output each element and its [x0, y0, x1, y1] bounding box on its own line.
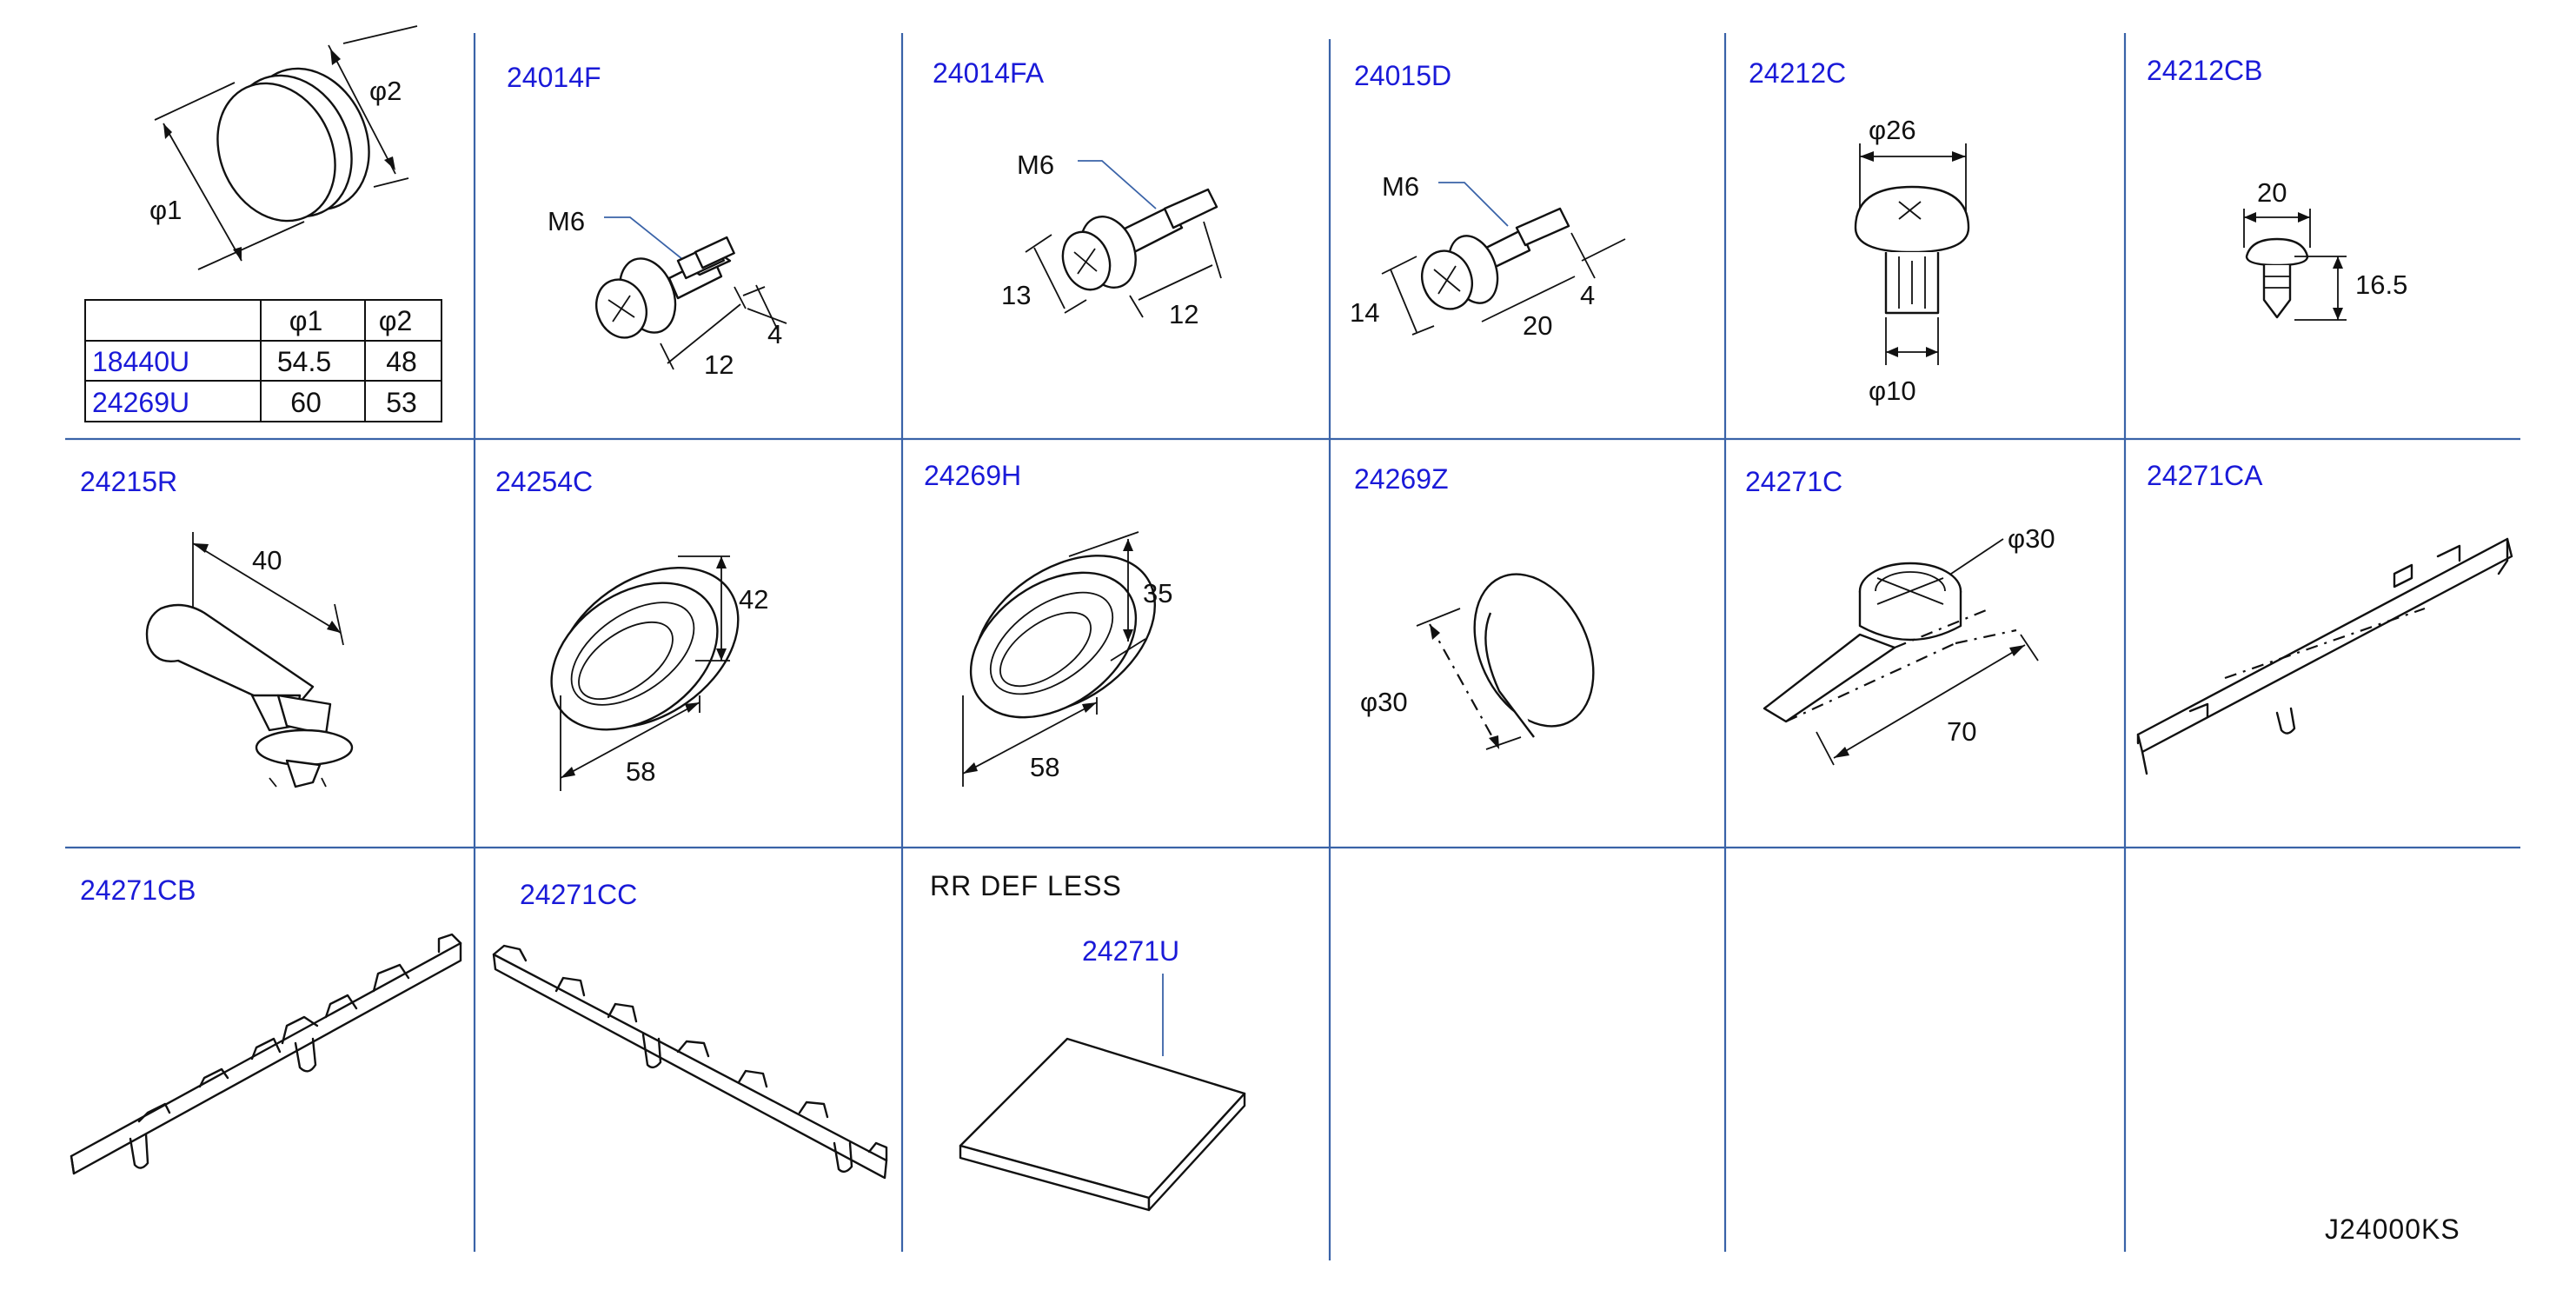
- part-code-24015D[interactable]: 24015D: [1354, 60, 1451, 91]
- pad-drawing: [959, 1037, 1246, 1212]
- dim-diameter: φ30: [1360, 687, 1408, 717]
- part-code-24212C[interactable]: 24212C: [1749, 57, 1846, 89]
- cell-24254C: 24254C 42 58: [495, 466, 768, 791]
- cell-24271U: RR DEF LESS 24271U: [930, 870, 1246, 1212]
- table-header-phi2: φ2: [379, 305, 413, 336]
- cell-24014F: 24014F M6 12 4: [507, 62, 787, 380]
- dim-length: 58: [626, 756, 655, 787]
- dim-height: 16.5: [2355, 269, 2407, 300]
- cell-24271CA: 24271CA: [2136, 460, 2513, 775]
- cell-24271C: 24271C φ30 70: [1745, 466, 2055, 766]
- dim-head: 13: [1001, 280, 1031, 310]
- cell-24014FA: 24014FA M6 13 12: [933, 57, 1222, 329]
- table-header-phi1: φ1: [289, 305, 323, 336]
- dim-head-width: 20: [2257, 177, 2287, 208]
- part-code-24271CA[interactable]: 24271CA: [2147, 460, 2263, 491]
- part-code-24269H[interactable]: 24269H: [924, 460, 1021, 491]
- harness-bracket-drawing: [2136, 537, 2513, 775]
- cell-24269Z: 24269Z φ30: [1354, 463, 1595, 750]
- grommet-table: φ1 φ2 18440U 54.5 48 24269U 60 53: [84, 299, 442, 422]
- dim-diameter: 4: [1580, 280, 1595, 310]
- table-row-phi2: 48: [386, 346, 417, 377]
- dim-diameter: 4: [767, 319, 782, 349]
- dim-length: 12: [704, 349, 734, 380]
- part-code-24269Z[interactable]: 24269Z: [1354, 463, 1449, 495]
- dim-head: 14: [1350, 297, 1379, 328]
- cell-24269H: 24269H 35 58: [924, 460, 1172, 787]
- part-code-24254C[interactable]: 24254C: [495, 466, 593, 497]
- grid-lines: [65, 33, 2520, 1260]
- table-row-phi1: 54.5: [277, 346, 331, 377]
- cell-24212C: 24212C φ26 φ10: [1749, 57, 1970, 406]
- part-code-24271C[interactable]: 24271C: [1745, 466, 1842, 497]
- table-row-phi1: 60: [290, 387, 322, 418]
- dim-height: 35: [1143, 578, 1172, 608]
- part-code-24014FA[interactable]: 24014FA: [933, 57, 1045, 89]
- drawing-id: J24000KS: [2325, 1214, 2460, 1245]
- thread-label: M6: [1017, 150, 1054, 180]
- thread-label: M6: [1382, 171, 1419, 202]
- thread-label: M6: [548, 206, 585, 236]
- harness-bracket-drawing: [492, 944, 888, 1180]
- dim-length: 58: [1030, 752, 1059, 782]
- clamp-strap-drawing: [1763, 562, 2017, 723]
- dim-length: 70: [1947, 716, 1976, 747]
- cell-grommet: φ1 φ2 φ1 φ2 18440U 54.5 48 24269U 60 53: [84, 25, 442, 422]
- clip-drawing: [1854, 185, 1970, 315]
- cell-24271CC: 24271CC: [492, 879, 888, 1180]
- grommet-drawing: [154, 25, 418, 270]
- screw-clip-drawing: [2245, 237, 2309, 319]
- bolt-drawing: [1381, 207, 1626, 336]
- part-code-24271CC[interactable]: 24271CC: [520, 879, 637, 910]
- option-note: RR DEF LESS: [930, 870, 1122, 901]
- dim-length: 40: [252, 545, 282, 575]
- table-row-code[interactable]: 18440U: [92, 346, 189, 377]
- dim-stem-diameter: φ10: [1869, 376, 1916, 406]
- table-row-phi2: 53: [386, 387, 417, 418]
- cap-drawing: [1473, 573, 1595, 738]
- part-code-24014F[interactable]: 24014F: [507, 62, 601, 93]
- cell-24015D: 24015D M6 14 20 4: [1350, 60, 1626, 341]
- oval-grommet-drawing: [969, 555, 1156, 719]
- clamp-drawing: [145, 603, 354, 788]
- part-code-24271U[interactable]: 24271U: [1082, 935, 1179, 967]
- bolt-drawing: [595, 236, 787, 370]
- cell-24271CB: 24271CB: [70, 874, 462, 1175]
- dim-height: 42: [739, 584, 768, 615]
- phi2-label: φ2: [369, 76, 402, 106]
- part-code-24271CB[interactable]: 24271CB: [80, 874, 196, 906]
- dim-length: 12: [1169, 299, 1198, 329]
- oval-grommet-drawing: [550, 566, 740, 731]
- dim-head-diameter: φ26: [1869, 115, 1916, 145]
- table-row-code[interactable]: 24269U: [92, 387, 189, 418]
- harness-bracket-drawing: [70, 933, 462, 1175]
- cell-24215R: 24215R 40: [80, 466, 354, 788]
- bolt-drawing: [1025, 188, 1222, 318]
- cell-24212CB: 24212CB 20 16.5: [2147, 55, 2407, 321]
- dim-length: 20: [1523, 310, 1552, 341]
- part-code-24212CB[interactable]: 24212CB: [2147, 55, 2262, 86]
- phi1-label: φ1: [149, 195, 182, 225]
- dim-ring-diameter: φ30: [2008, 523, 2055, 554]
- part-code-24215R[interactable]: 24215R: [80, 466, 177, 497]
